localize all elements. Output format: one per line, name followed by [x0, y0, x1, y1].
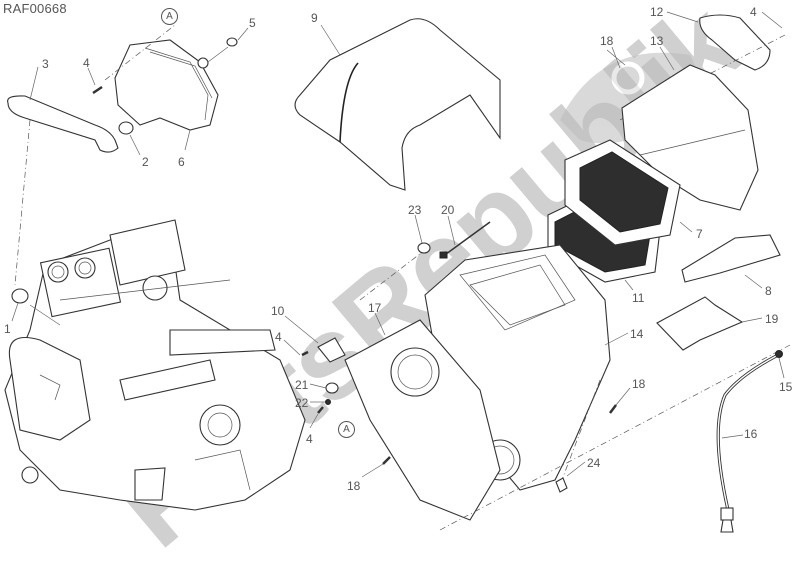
callout-16: 16 [744, 427, 758, 441]
callout-17: 17 [368, 301, 382, 315]
callout-21: 21 [295, 378, 309, 392]
callout-7: 7 [696, 227, 703, 241]
part-22-nut [325, 399, 331, 405]
callout-1: 1 [4, 322, 11, 336]
callout-4: 4 [275, 330, 282, 344]
part-7-filter-frame [564, 139, 693, 246]
callout-4: 4 [83, 56, 90, 70]
part-20-rod [441, 221, 491, 258]
callout-24: 24 [587, 456, 601, 470]
diagram-artwork [4, 11, 791, 533]
callout-8: 8 [765, 284, 772, 298]
part-8-panel [681, 234, 781, 289]
engine-block [4, 219, 306, 511]
callout-2: 2 [142, 155, 149, 169]
view-marker-a-top: A [161, 8, 178, 25]
part-19-bracket [656, 296, 763, 351]
callout-9: 9 [311, 11, 318, 25]
part-24-clip [555, 477, 568, 493]
part-13-upper-housing [611, 46, 759, 211]
callout-10: 10 [271, 304, 285, 318]
part-16-drain-hose [716, 350, 785, 533]
part-3-hose [7, 66, 119, 286]
part-21-clamp [325, 382, 339, 394]
callout-4: 4 [306, 432, 313, 446]
part-17-intake-plate [344, 312, 501, 521]
callout-4: 4 [750, 5, 757, 19]
part-5-washer [226, 37, 238, 47]
part-9-cover [294, 18, 501, 191]
callout-14: 14 [630, 327, 644, 341]
part-6-breather-box [104, 24, 219, 151]
callout-22: 22 [295, 396, 309, 410]
callout-5: 5 [249, 16, 256, 30]
callout-19: 19 [765, 312, 779, 326]
assembly-line [439, 344, 791, 531]
parts-diagram: PartsRepublik [3, 0, 793, 573]
callout-18: 18 [347, 479, 361, 493]
callout-11: 11 [632, 291, 645, 305]
callout-18: 18 [600, 34, 614, 48]
diagram-reference-code: RAF00668 [3, 1, 67, 16]
part-23-grommet [417, 242, 431, 254]
view-marker-a-bottom: A [338, 421, 355, 438]
callout-15: 15 [779, 380, 793, 394]
callout-18: 18 [632, 377, 646, 391]
callout-20: 20 [441, 203, 455, 217]
callout-13: 13 [650, 34, 664, 48]
callout-12: 12 [650, 5, 664, 19]
callout-6: 6 [178, 155, 185, 169]
part-4-screw [92, 85, 103, 95]
callout-3: 3 [42, 57, 49, 71]
part-10-bracket [317, 337, 346, 363]
part-1-clamp [11, 288, 29, 304]
part-2-clamp [118, 121, 134, 135]
part-18-screw [609, 404, 617, 414]
callout-23: 23 [408, 203, 422, 217]
